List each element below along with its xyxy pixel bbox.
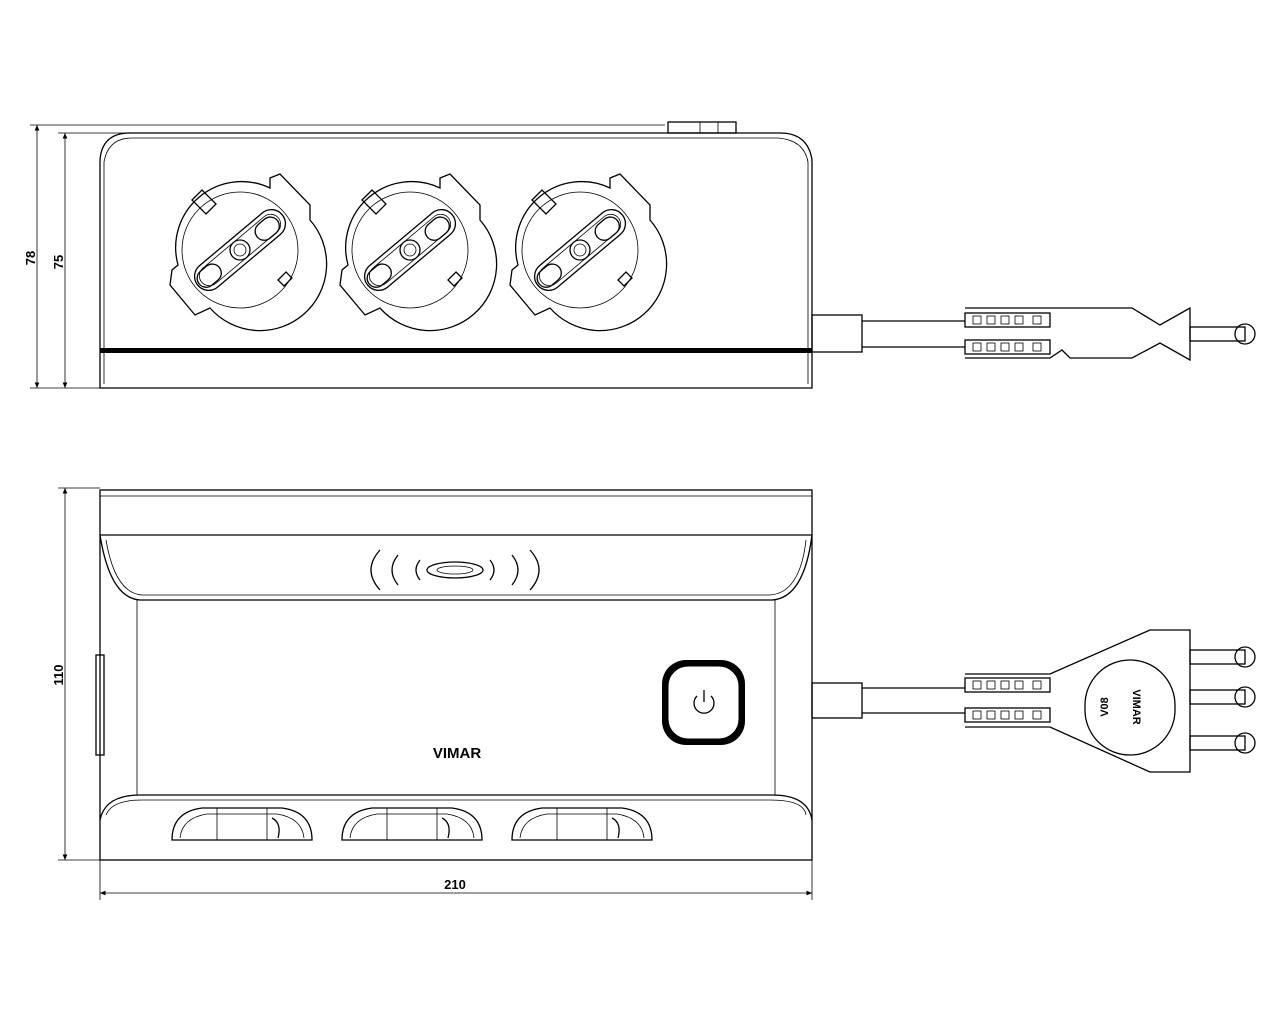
brand-label: VIMAR: [433, 745, 482, 762]
socket-slot-2: [341, 807, 483, 841]
dim-length: 210: [444, 877, 466, 892]
cord-plug-top: VIMAR V08: [811, 629, 1256, 773]
socket-2: [339, 173, 498, 332]
socket-slot-3: [511, 807, 653, 841]
top-view: VIMAR VIMAR V08 110 210: [51, 487, 1256, 900]
dim-overall-height: 78: [23, 251, 38, 265]
power-button[interactable]: [662, 660, 745, 745]
socket-slot-1: [171, 807, 313, 841]
socket-1: [169, 173, 328, 332]
plug-code: V08: [1099, 697, 1111, 717]
dim-body-height: 75: [51, 255, 66, 269]
plug-brand: VIMAR: [1130, 689, 1142, 725]
dim-depth: 110: [51, 665, 66, 686]
power-button-side: [667, 121, 737, 134]
side-view: 78 75: [23, 121, 1256, 389]
socket-3: [509, 173, 668, 332]
wireless-charging-icon: [370, 549, 540, 591]
power-icon: [693, 690, 715, 714]
cord-plug-side: [811, 306, 1256, 362]
